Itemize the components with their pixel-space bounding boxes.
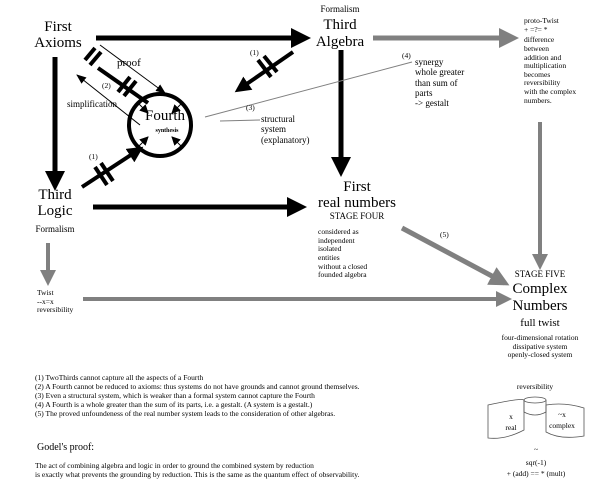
node-third-algebra-line2: Algebra (315, 34, 365, 50)
godel-title: Godel's proof: (37, 442, 95, 453)
structural-line: (explanatory) (261, 134, 310, 145)
synergy-line: -> gestalt (415, 98, 449, 109)
footnote: (1) TwoThirds cannot capture all the asp… (35, 373, 204, 382)
proto-twist-line: numbers. (524, 95, 552, 105)
label-synergy: synergy whole greater than sum of parts … (415, 57, 464, 109)
full-twist-label: full twist (520, 317, 560, 329)
proto-twist-line: multiplication (524, 61, 567, 71)
twist-line: --x=x (37, 296, 54, 306)
inward-arrows (136, 101, 184, 149)
rev-left-real: real (505, 423, 517, 432)
node-third-logic-line2: Logic (37, 203, 73, 219)
complex-desc-line: openly-closed system (507, 350, 573, 360)
node-third-logic-line1: Third (38, 187, 72, 203)
line-structural (219, 119, 261, 122)
footnotes: (1) TwoThirds cannot capture all the asp… (35, 373, 360, 418)
reversibility-figure (487, 396, 585, 439)
node-real-line2: real numbers (318, 195, 396, 211)
line-synergy (204, 61, 413, 118)
fourth-circle (127, 92, 193, 158)
proto-twist-line: difference (524, 35, 555, 45)
arrow-real-to-complex (400, 225, 510, 286)
label-n1-top: (1) (250, 48, 259, 57)
label-n5: (5) (440, 230, 449, 239)
rev-right-complex: complex (549, 421, 575, 430)
proto-twist-line: with the complex (524, 87, 577, 96)
node-first-axioms-line2: Axioms (34, 35, 82, 51)
twist-text: Twist --x=x reversibility (37, 288, 74, 315)
twist-line: Twist (37, 288, 54, 297)
godel-line: The act of combining algebra and logic i… (35, 461, 314, 470)
footnote: (2) A Fourth cannot be reduced to axioms… (35, 382, 360, 391)
complex-desc-line: dissipative system (512, 341, 568, 351)
label-n2: (2) (102, 81, 111, 90)
label-proof: proof (117, 57, 141, 69)
algebra-formalism-label: Formalism (320, 4, 360, 14)
synergy-line: whole greater (415, 67, 465, 78)
stage-five-label: STAGE FIVE (514, 269, 566, 279)
synergy-line: than sum of (415, 77, 458, 88)
label-n4: (4) (402, 51, 411, 60)
rev-right-x: ~x (558, 410, 566, 419)
label-simplification: simplification (67, 99, 117, 109)
proto-twist-line: addition and (524, 52, 562, 62)
real-numbers-desc: considered as independent isolated entit… (318, 227, 368, 280)
stage-four-label: STAGE FOUR (329, 211, 385, 221)
real-desc-line: entities (318, 252, 340, 262)
twist-line: reversibility (37, 305, 74, 315)
node-third-algebra-line1: Third (323, 17, 357, 33)
real-desc-line: isolated (318, 244, 342, 254)
node-fourth: Fourth (144, 108, 186, 124)
proto-twist-line: + =?= * (524, 24, 548, 34)
blocked-arrow-algebra-to-fourth (234, 50, 295, 93)
proto-twist-line: becomes (524, 69, 551, 79)
arrow-proof (99, 44, 166, 94)
blocked-arrow-logic-to-fourth (80, 146, 144, 189)
logic-formalism-label: Formalism (35, 224, 75, 234)
real-desc-line: considered as (318, 227, 359, 236)
label-structural-system: structural system (explanatory) (261, 114, 309, 145)
node-complex-line1: Complex (512, 281, 568, 297)
reversibility-title: reversibility (516, 382, 554, 391)
node-real-line1: First (343, 179, 371, 195)
arrow-simplification (76, 74, 141, 126)
godel-text: The act of combining algebra and logic i… (35, 461, 359, 480)
label-n3: (3) (246, 103, 255, 112)
complex-desc: four-dimensional rotation dissipative sy… (501, 333, 579, 360)
synergy-line: parts (415, 88, 433, 99)
rev-formula-1: sqr(-1) (525, 458, 547, 467)
footnote: (3) Even a structural system, which is w… (35, 391, 315, 400)
footnote: (4) A Fourth is a whole greater than the… (35, 400, 313, 409)
node-fourth-sub: synthesis (155, 128, 179, 134)
proto-twist-line: reversibility (524, 78, 561, 88)
synergy-line: synergy (415, 57, 444, 67)
rev-tilde: ~ (533, 445, 539, 454)
node-first-axioms-line1: First (44, 19, 72, 35)
blocked-reduction-line (83, 46, 150, 105)
proto-twist-line: proto-Twist (524, 16, 559, 25)
rev-left-x: x (509, 412, 513, 421)
structural-line: system (261, 124, 287, 135)
proto-twist-text: proto-Twist + =?= * difference between a… (524, 16, 577, 105)
rev-formula-2: + (add) == * (mult) (506, 469, 566, 478)
footnote: (5) The proved unfoundeness of the real … (35, 409, 336, 418)
proto-twist-line: between (524, 43, 549, 53)
godel-line: is exactly what prevents the grounding b… (35, 470, 360, 480)
complex-desc-line: four-dimensional rotation (501, 333, 579, 342)
node-complex-line2: Numbers (512, 298, 568, 314)
real-desc-line: without a closed (318, 261, 368, 271)
real-desc-line: independent (318, 235, 355, 245)
structural-line: structural (261, 114, 295, 124)
real-desc-line: founded algebra (318, 270, 367, 280)
label-n1-bottom: (1) (89, 152, 98, 161)
